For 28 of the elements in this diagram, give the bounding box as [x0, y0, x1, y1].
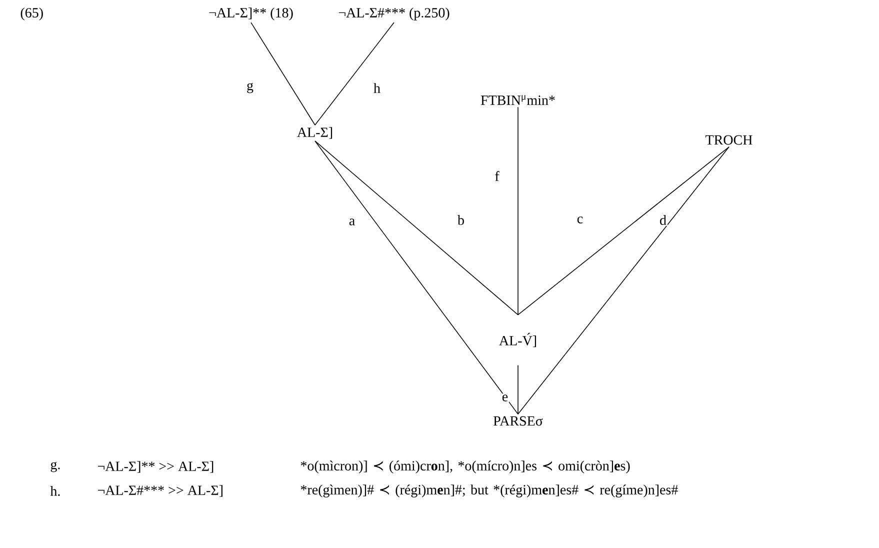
connecting-line [314, 22, 394, 126]
example-number: (65) [20, 8, 43, 20]
constraint-label: TROCH [706, 135, 752, 145]
connecting-line [518, 146, 730, 316]
connecting-line [250, 22, 316, 126]
connecting-line [314, 140, 518, 316]
edge-label: h [372, 82, 382, 94]
constraint-label: ¬AL-Σ]** (18) [209, 8, 293, 20]
example-text: *o(mìcron)] ≺ (ómi)cron], *o(mícro)n]es ≺ omi(cròn]es) [300, 460, 630, 474]
constraint-label: AL-V́] [499, 332, 536, 348]
edge-label: b [456, 214, 466, 226]
example-text: *re(gìmen)]# ≺ (régi)men]#; but *(régi)men]es# ≺ re(gíme)n]es# [300, 484, 678, 498]
connecting-line [314, 140, 518, 414]
ranking-label: ¬AL-Σ#*** >> AL-Σ] [98, 485, 222, 497]
edge-label: g [246, 82, 254, 94]
edge-label: e [500, 394, 510, 402]
item-letter: h. [50, 486, 60, 496]
edge-label: f [494, 170, 500, 182]
edge-label: d [658, 214, 668, 226]
constraint-label: ¬AL-Σ#*** (p.250) [338, 8, 450, 20]
edge-label: a [348, 218, 356, 226]
constraint-label: AL-Σ] [297, 127, 332, 139]
constraint-label: FTBIN$^{μ}$min* [480, 95, 555, 105]
ranking-label: ¬AL-Σ]** >> AL-Σ] [98, 461, 214, 473]
edge-label: c [576, 216, 584, 224]
constraint-label: PARSEσ [494, 416, 543, 426]
connecting-line [518, 146, 730, 414]
item-letter: g. [50, 462, 60, 472]
